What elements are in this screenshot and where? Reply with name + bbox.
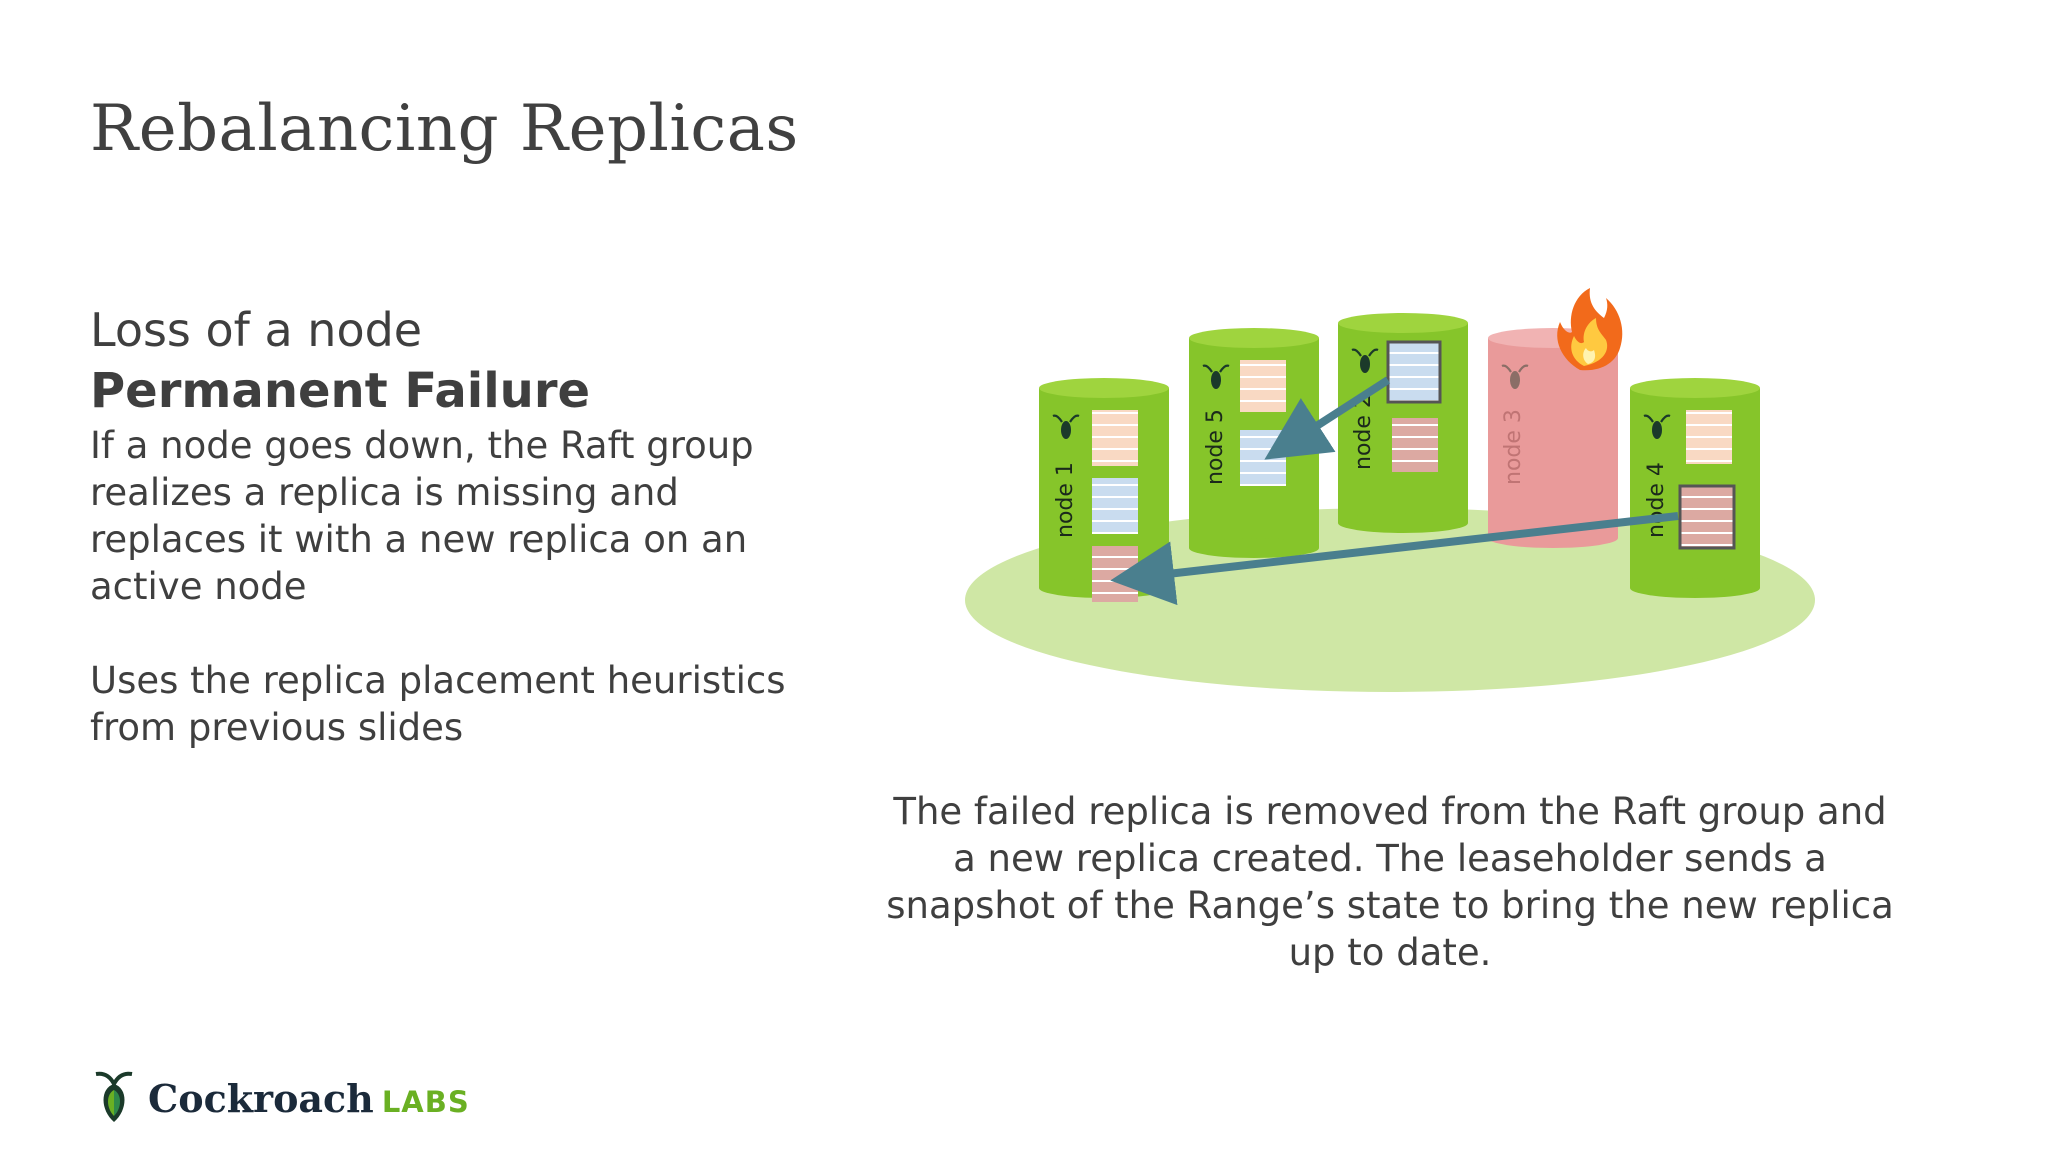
node-5-label: node 5 [1203, 409, 1228, 485]
replica-blue-leaseholder-node2 [1386, 340, 1442, 404]
section-heading: Permanent Failure [90, 363, 591, 419]
node-3-label: node 3 [1501, 409, 1526, 485]
replica-red-node2 [1392, 418, 1438, 472]
subtitle: Loss of a node [90, 303, 423, 357]
replica-blue-new-node5 [1240, 430, 1286, 486]
diagram-caption: The failed replica is removed from the R… [886, 790, 1894, 974]
paragraph-node-down: If a node goes down, the Raft group real… [90, 424, 754, 608]
cockroach-icon [95, 1071, 133, 1122]
logo-wordmark: Cockroach [148, 1075, 374, 1121]
node-1-cylinder: node 1 [1039, 378, 1169, 602]
replica-orange-node4 [1686, 410, 1732, 464]
fire-icon [1557, 288, 1623, 371]
replica-orange-node1 [1092, 410, 1138, 466]
node-2-label: node 2 [1351, 394, 1376, 470]
replica-orange-node5 [1240, 360, 1286, 412]
node-5-cylinder: node 5 [1189, 328, 1319, 558]
left-text-block: Loss of a node Permanent Failure If a no… [90, 300, 790, 751]
snapshot-arrow-node4-to-node1 [1110, 512, 1679, 606]
node-4-cylinder: node 4 [1630, 378, 1760, 598]
slide-title: Rebalancing Replicas [90, 92, 799, 166]
node-3-cylinder-failed: node 3 [1488, 328, 1618, 548]
replica-blue-node1 [1092, 478, 1138, 534]
cockroach-labs-logo: Cockroach LABS [88, 1068, 470, 1128]
cluster-platform [965, 508, 1815, 692]
node-4-label: node 4 [1644, 462, 1669, 538]
paragraph-heuristics: Uses the replica placement heuristics fr… [90, 659, 786, 749]
node-1-label: node 1 [1053, 462, 1078, 538]
replica-red-leaseholder-node4 [1678, 484, 1736, 550]
replica-diagram: node 5 node 2 node 3 node 1 [965, 288, 1815, 692]
replica-red-new-node1 [1092, 546, 1138, 602]
logo-labs: LABS [381, 1085, 470, 1119]
node-2-cylinder: node 2 [1338, 313, 1468, 533]
snapshot-arrow-node2-to-node5 [1264, 376, 1391, 460]
